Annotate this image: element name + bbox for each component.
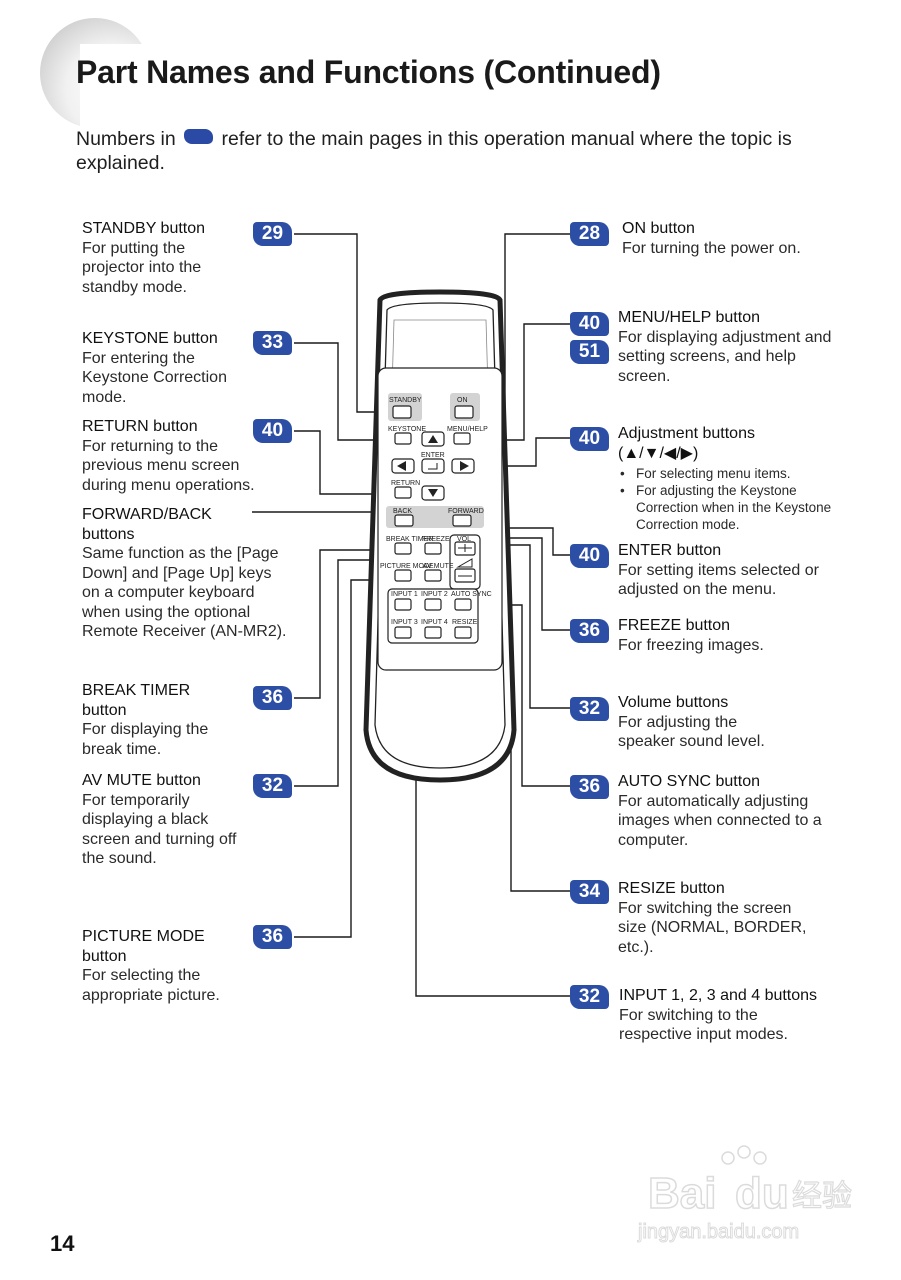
page-ref-badge: 40 — [570, 312, 609, 336]
page-ref-badge: 40 — [570, 544, 609, 568]
resize-desc: For switching the screen size (NORMAL, B… — [618, 899, 807, 956]
enter-desc: For setting items selected or adjusted o… — [618, 561, 819, 599]
break-timer-heading: BREAK TIMER button — [82, 682, 191, 719]
remote-label-input2: INPUT 2 — [421, 591, 448, 598]
remote-label-vol: VOL — [457, 536, 471, 543]
picture-mode-desc: For selecting the appropriate picture. — [82, 967, 220, 1004]
page-number: 14 — [50, 1231, 75, 1256]
keystone-entry: KEYSTONE button For entering the Keyston… — [82, 329, 247, 407]
svg-text:jingyan.baidu.com: jingyan.baidu.com — [637, 1221, 799, 1243]
input-desc: For switching to the respective input mo… — [619, 1006, 788, 1044]
return-desc: For returning to the previous menu scree… — [82, 437, 255, 494]
input-heading: INPUT 1, 2, 3 and 4 buttons — [619, 987, 818, 1004]
auto-sync-heading: AUTO SYNC button — [618, 773, 760, 790]
remote-label-keystone: KEYSTONE — [388, 426, 426, 433]
volume-desc: For adjusting the speaker sound level. — [618, 713, 765, 751]
adjustment-arrows: (▲/▼/◀/▶) — [618, 444, 699, 462]
page-ref-badge: 40 — [253, 419, 292, 443]
break-timer-entry: BREAK TIMER button For displaying the br… — [82, 681, 222, 759]
page-ref-badge: 34 — [570, 880, 609, 904]
remote-label-enter: ENTER — [421, 452, 445, 459]
volume-heading: Volume buttons — [618, 694, 729, 711]
remote-label-back: BACK — [393, 508, 412, 515]
standby-entry: STANDBY button For putting the projector… — [82, 219, 247, 297]
auto-sync-desc: For automatically adjusting images when … — [618, 792, 822, 849]
remote-control: STANDBY ON KEYSTONE MENU/HELP ENTER RETU… — [363, 289, 517, 783]
page-ref-badge: 32 — [253, 774, 292, 798]
remote-label-picture-mode: PICTURE MODE — [380, 563, 434, 570]
remote-label-av-mute: AV MUTE — [423, 563, 454, 570]
adjustment-entry: Adjustment buttons (▲/▼/◀/▶) For selecti… — [618, 424, 848, 533]
remote-label-auto-sync: AUTO SYNC — [451, 591, 492, 598]
menu-help-desc: For displaying adjustment and setting sc… — [618, 328, 832, 385]
av-mute-heading: AV MUTE button — [82, 772, 201, 789]
return-heading: RETURN button — [82, 418, 198, 435]
page-ref-badge: 32 — [570, 697, 609, 721]
remote-label-input1: INPUT 1 — [391, 591, 418, 598]
remote-label-resize: RESIZE — [452, 619, 478, 626]
page-ref-badge: 28 — [570, 222, 609, 246]
enter-entry: ENTER button For setting items selected … — [618, 541, 833, 600]
forward-back-entry: FORWARD/BACK buttons Same function as th… — [82, 505, 287, 642]
av-mute-desc: For temporarily displaying a black scree… — [82, 791, 237, 868]
remote-label-input3: INPUT 3 — [391, 619, 418, 626]
freeze-entry: FREEZE button For freezing images. — [618, 616, 833, 655]
page-ref-badge: 36 — [570, 775, 609, 799]
standby-heading: STANDBY button — [82, 220, 206, 237]
page-ref-badge: 36 — [253, 686, 292, 710]
return-entry: RETURN button For returning to the previ… — [82, 417, 277, 495]
auto-sync-entry: AUTO SYNC button For automatically adjus… — [618, 772, 833, 850]
menu-help-entry: MENU/HELP button For displaying adjustme… — [618, 308, 833, 386]
on-desc: For turning the power on. — [622, 239, 801, 257]
picture-mode-entry: PICTURE MODE button For selecting the ap… — [82, 927, 247, 1005]
on-heading: ON button — [622, 220, 695, 237]
keystone-heading: KEYSTONE button — [82, 330, 218, 347]
resize-entry: RESIZE button For switching the screen s… — [618, 879, 818, 957]
remote-label-standby: STANDBY — [389, 397, 422, 404]
volume-entry: Volume buttons For adjusting the speaker… — [618, 693, 798, 752]
list-item: For adjusting the Keystone Correction wh… — [618, 482, 848, 533]
page-ref-badge: 32 — [570, 985, 609, 1009]
remote-label-input4: INPUT 4 — [421, 619, 448, 626]
page-ref-badge: 33 — [253, 331, 292, 355]
page-ref-badge: 40 — [570, 427, 609, 451]
av-mute-entry: AV MUTE button For temporarily displayin… — [82, 771, 242, 869]
menu-help-heading: MENU/HELP button — [618, 309, 760, 326]
remote-label-freeze: FREEZE — [422, 536, 450, 543]
resize-heading: RESIZE button — [618, 880, 725, 897]
picture-mode-heading: PICTURE MODE button — [82, 928, 205, 965]
remote-label-forward: FORWARD — [448, 508, 484, 515]
page-badge-icon — [184, 129, 214, 144]
freeze-heading: FREEZE button — [618, 617, 731, 634]
intro-prefix: Numbers in — [76, 128, 176, 150]
standby-desc: For putting the projector into the stand… — [82, 239, 202, 296]
intro-text: Numbers in refer to the main pages in th… — [76, 127, 846, 175]
page-ref-badge: 51 — [570, 340, 609, 364]
remote-label-menu-help: MENU/HELP — [447, 426, 488, 433]
enter-heading: ENTER button — [618, 542, 722, 559]
svg-text:Bai: Bai — [648, 1169, 716, 1218]
input-entry: INPUT 1, 2, 3 and 4 buttons For switchin… — [619, 986, 819, 1045]
page-ref-badge: 29 — [253, 222, 292, 246]
remote-label-on: ON — [457, 397, 468, 404]
adjustment-heading: Adjustment buttons — [618, 425, 755, 442]
page-title: Part Names and Functions (Continued) — [76, 54, 661, 90]
on-entry: ON button For turning the power on. — [622, 219, 852, 258]
page-ref-badge: 36 — [253, 925, 292, 949]
adjustment-bullets: For selecting menu items. For adjusting … — [618, 465, 848, 533]
svg-text:du: du — [735, 1169, 789, 1218]
intro-suffix: refer to the main pages in this operatio… — [76, 128, 792, 174]
baidu-watermark: Bai du 经验 jingyan.baidu.com — [637, 1145, 853, 1244]
page-ref-badge: 36 — [570, 619, 609, 643]
keystone-desc: For entering the Keystone Correction mod… — [82, 349, 227, 406]
break-timer-desc: For displaying the break time. — [82, 721, 209, 758]
remote-label-return: RETURN — [391, 480, 420, 487]
forward-back-desc: Same function as the [Page Down] and [Pa… — [82, 545, 287, 640]
forward-back-heading: FORWARD/BACK buttons — [82, 506, 212, 543]
svg-text:经验: 经验 — [792, 1179, 852, 1214]
remote-label-break-timer: BREAK TIMER — [386, 536, 433, 543]
freeze-desc: For freezing images. — [618, 636, 764, 654]
list-item: For selecting menu items. — [618, 465, 848, 482]
